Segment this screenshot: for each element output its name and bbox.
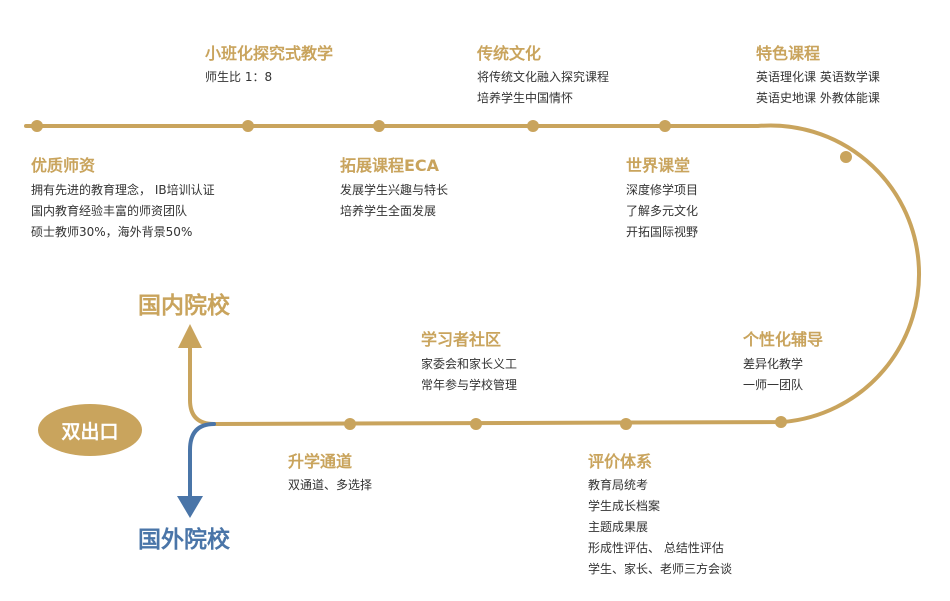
station-line: 差异化教学 bbox=[743, 357, 804, 371]
arrow-down-icon bbox=[177, 496, 203, 518]
station-line: 学生、家长、老师三方会谈 bbox=[588, 562, 733, 576]
station-small-class: 小班化探究式教学 师生比 1：8 bbox=[205, 44, 333, 88]
station-title: 拓展课程ECA bbox=[340, 156, 440, 175]
station-special-courses: 特色课程 英语理化课 英语数学课 英语史地课 外教体能课 bbox=[756, 44, 880, 109]
station-pathway: 升学通道 双通道、多选择 bbox=[288, 452, 372, 496]
station-dot bbox=[470, 418, 482, 430]
station-learning-community: 学习者社区 家委会和家长义工 常年参与学校管理 bbox=[421, 330, 517, 396]
station-line: 一师一团队 bbox=[743, 378, 804, 392]
station-line: 双通道、多选择 bbox=[288, 478, 373, 492]
station-dot bbox=[344, 418, 356, 430]
overseas-branch bbox=[188, 422, 216, 500]
station-dot bbox=[620, 418, 632, 430]
station-eca: 拓展课程ECA 发展学生兴趣与特长 培养学生全面发展 bbox=[340, 156, 448, 222]
station-line: 国内教育经验丰富的师资团队 bbox=[31, 204, 188, 218]
station-line: 了解多元文化 bbox=[626, 204, 699, 218]
station-line: 拥有先进的教育理念， IB培训认证 bbox=[31, 183, 215, 197]
station-title: 升学通道 bbox=[288, 452, 353, 471]
dual-exit-badge: 双出口 bbox=[38, 404, 142, 456]
station-line: 常年参与学校管理 bbox=[421, 378, 518, 392]
domestic-exit-label: 国内院校 bbox=[138, 293, 230, 319]
station-line: 教育局统考 bbox=[588, 478, 649, 492]
station-title: 个性化辅导 bbox=[743, 330, 824, 349]
station-line: 硕士教师30%，海外背景50% bbox=[31, 225, 193, 239]
arrow-up-icon bbox=[178, 324, 202, 348]
station-culture: 传统文化 将传统文化融入探究课程 培养学生中国情怀 bbox=[477, 44, 609, 109]
station-personal-tutoring: 个性化辅导 差异化教学 一师一团队 bbox=[743, 330, 823, 396]
station-dot bbox=[373, 120, 385, 132]
station-line: 主题成果展 bbox=[588, 520, 649, 534]
station-dot bbox=[31, 120, 43, 132]
station-title: 优质师资 bbox=[31, 156, 96, 175]
station-line: 培养学生中国情怀 bbox=[477, 91, 574, 105]
station-title: 学习者社区 bbox=[421, 330, 502, 349]
station-dot bbox=[242, 120, 254, 132]
station-dot bbox=[527, 120, 539, 132]
station-world-classroom: 世界课堂 深度修学项目 了解多元文化 开拓国际视野 bbox=[626, 156, 698, 243]
station-line: 开拓国际视野 bbox=[626, 225, 699, 239]
station-line: 培养学生全面发展 bbox=[340, 204, 437, 218]
station-dot bbox=[775, 416, 787, 428]
station-title: 世界课堂 bbox=[626, 156, 691, 175]
station-dot bbox=[659, 120, 671, 132]
station-teachers: 优质师资 拥有先进的教育理念， IB培训认证 国内教育经验丰富的师资团队 硕士教… bbox=[31, 156, 215, 243]
station-line: 学生成长档案 bbox=[588, 499, 661, 513]
station-evaluation: 评价体系 教育局统考 学生成长档案 主题成果展 形成性评估、 总结性评估 学生、… bbox=[588, 452, 732, 580]
station-line: 将传统文化融入探究课程 bbox=[477, 70, 610, 84]
station-line: 深度修学项目 bbox=[626, 183, 699, 197]
station-line: 英语理化课 英语数学课 bbox=[756, 70, 880, 84]
station-line: 家委会和家长义工 bbox=[421, 357, 518, 371]
station-title: 传统文化 bbox=[477, 44, 542, 63]
station-title: 小班化探究式教学 bbox=[205, 44, 334, 63]
station-line: 形成性评估、 总结性评估 bbox=[588, 541, 724, 555]
station-line: 师生比 1：8 bbox=[205, 70, 273, 84]
station-line: 发展学生兴趣与特长 bbox=[340, 183, 449, 197]
overseas-exit-label: 国外院校 bbox=[138, 527, 230, 553]
station-title: 评价体系 bbox=[588, 452, 653, 471]
station-line: 英语史地课 外教体能课 bbox=[756, 91, 880, 105]
station-title: 特色课程 bbox=[756, 44, 821, 63]
station-dot bbox=[840, 151, 852, 163]
